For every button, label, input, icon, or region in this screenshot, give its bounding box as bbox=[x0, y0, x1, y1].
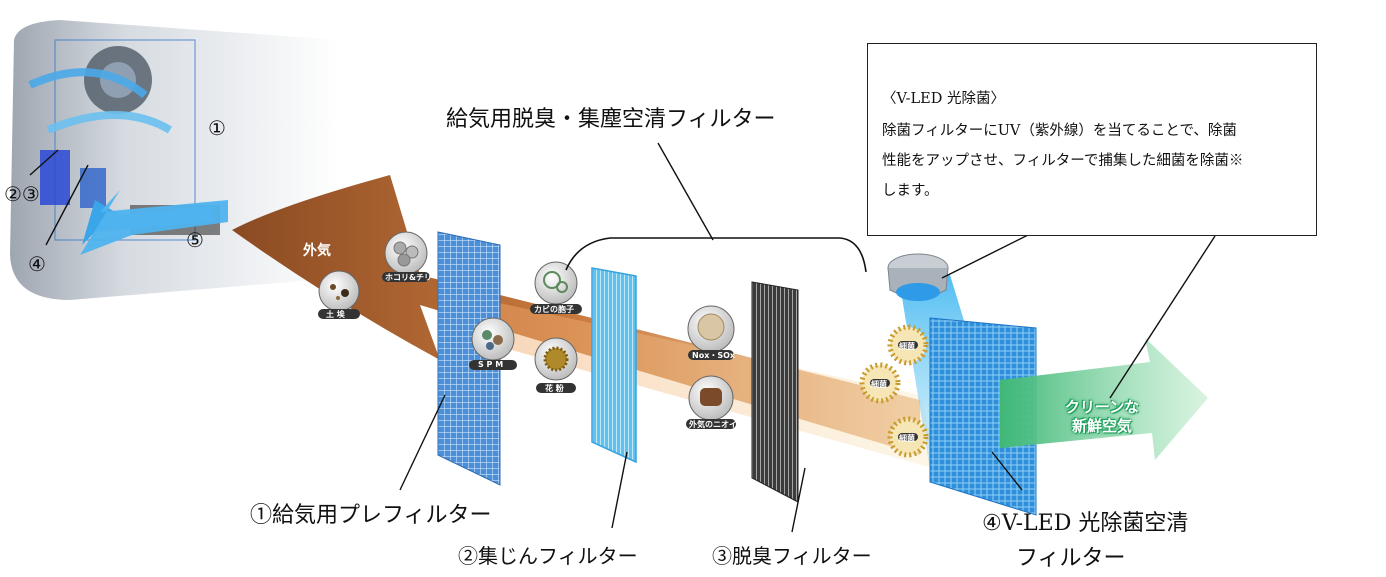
unit-marker-4: ④ bbox=[28, 252, 46, 276]
soil-particle bbox=[318, 270, 360, 319]
pollen-label: 花 粉 bbox=[545, 384, 564, 393]
bacteria-particle-3 bbox=[887, 416, 929, 458]
supply-filter-bracket bbox=[565, 237, 867, 273]
bacteria-label-3: 細菌 bbox=[899, 434, 915, 443]
soil-label: 土 埃 bbox=[326, 310, 345, 319]
uv-callout-box: 〈V-LED 光除菌〉 除菌フィルターにUV（紫外線）を当てることで、除菌 性能… bbox=[867, 43, 1317, 236]
unit-marker-1: ① bbox=[208, 116, 226, 140]
uv-lamp-icon bbox=[887, 253, 949, 301]
unit-marker-2-3: ②③ bbox=[4, 182, 40, 206]
clean-air-line-1: クリーンな bbox=[1064, 398, 1140, 416]
v-led-filter-panel bbox=[929, 317, 1037, 516]
outside-air-label: 外気 bbox=[303, 243, 331, 259]
callout-body-line-1: 除菌フィルターにUV（紫外線）を当てることで、除菌 bbox=[882, 123, 1237, 139]
mold-particle bbox=[530, 261, 582, 314]
clean-air-label: クリーンな 新鮮空気 bbox=[1052, 398, 1152, 436]
dust-particle bbox=[382, 231, 430, 282]
pre-filter-panel bbox=[437, 231, 501, 486]
odor-particle bbox=[686, 375, 736, 429]
spm-particle bbox=[469, 317, 517, 370]
supply-filter-title: 給気用脱臭・集塵空清フィルター bbox=[446, 107, 776, 132]
pre-filter-label: ①給気用プレフィルター bbox=[250, 503, 492, 528]
odor-label: 外気のニオイ bbox=[689, 420, 737, 429]
callout-body-line-3: します。 bbox=[882, 183, 939, 199]
dust-filter-panel bbox=[591, 267, 637, 464]
air-flow-band bbox=[440, 290, 940, 470]
pollen-particle bbox=[534, 337, 578, 393]
unit-marker-5: ⑤ bbox=[186, 228, 204, 252]
v-led-filter-label-line-1: ④V-LED 光除菌空清 bbox=[982, 511, 1189, 536]
spm-label: S P M bbox=[478, 360, 504, 369]
clean-air-line-2: 新鮮空気 bbox=[1071, 417, 1132, 435]
bacteria-particle-2 bbox=[859, 362, 901, 404]
deodorizing-filter-panel bbox=[751, 281, 799, 503]
mold-label: カビの胞子 bbox=[534, 305, 574, 314]
callout-heading: 〈V-LED 光除菌〉 bbox=[882, 91, 1005, 107]
ventilation-unit-illustration bbox=[10, 20, 340, 300]
v-led-filter-label-line-2: フィルター bbox=[1016, 546, 1126, 571]
leader-lines bbox=[29, 142, 1216, 533]
nox-label: Nox・SOx bbox=[692, 351, 736, 360]
clean-air-arrow bbox=[1000, 338, 1208, 460]
dust-filter-label: ②集じんフィルター bbox=[458, 544, 638, 568]
bacteria-label-1: 細菌 bbox=[899, 342, 915, 351]
callout-body-line-2: 性能をアップさせ、フィルターで捕集した細菌を除菌※ bbox=[882, 153, 1244, 169]
dust-label: ホコリ&チリ bbox=[385, 273, 432, 282]
bacteria-particle-1 bbox=[887, 324, 929, 366]
nox-particle bbox=[687, 305, 735, 360]
bacteria-label-2: 細菌 bbox=[871, 380, 887, 389]
deodorizing-filter-label: ③脱臭フィルター bbox=[712, 544, 872, 568]
